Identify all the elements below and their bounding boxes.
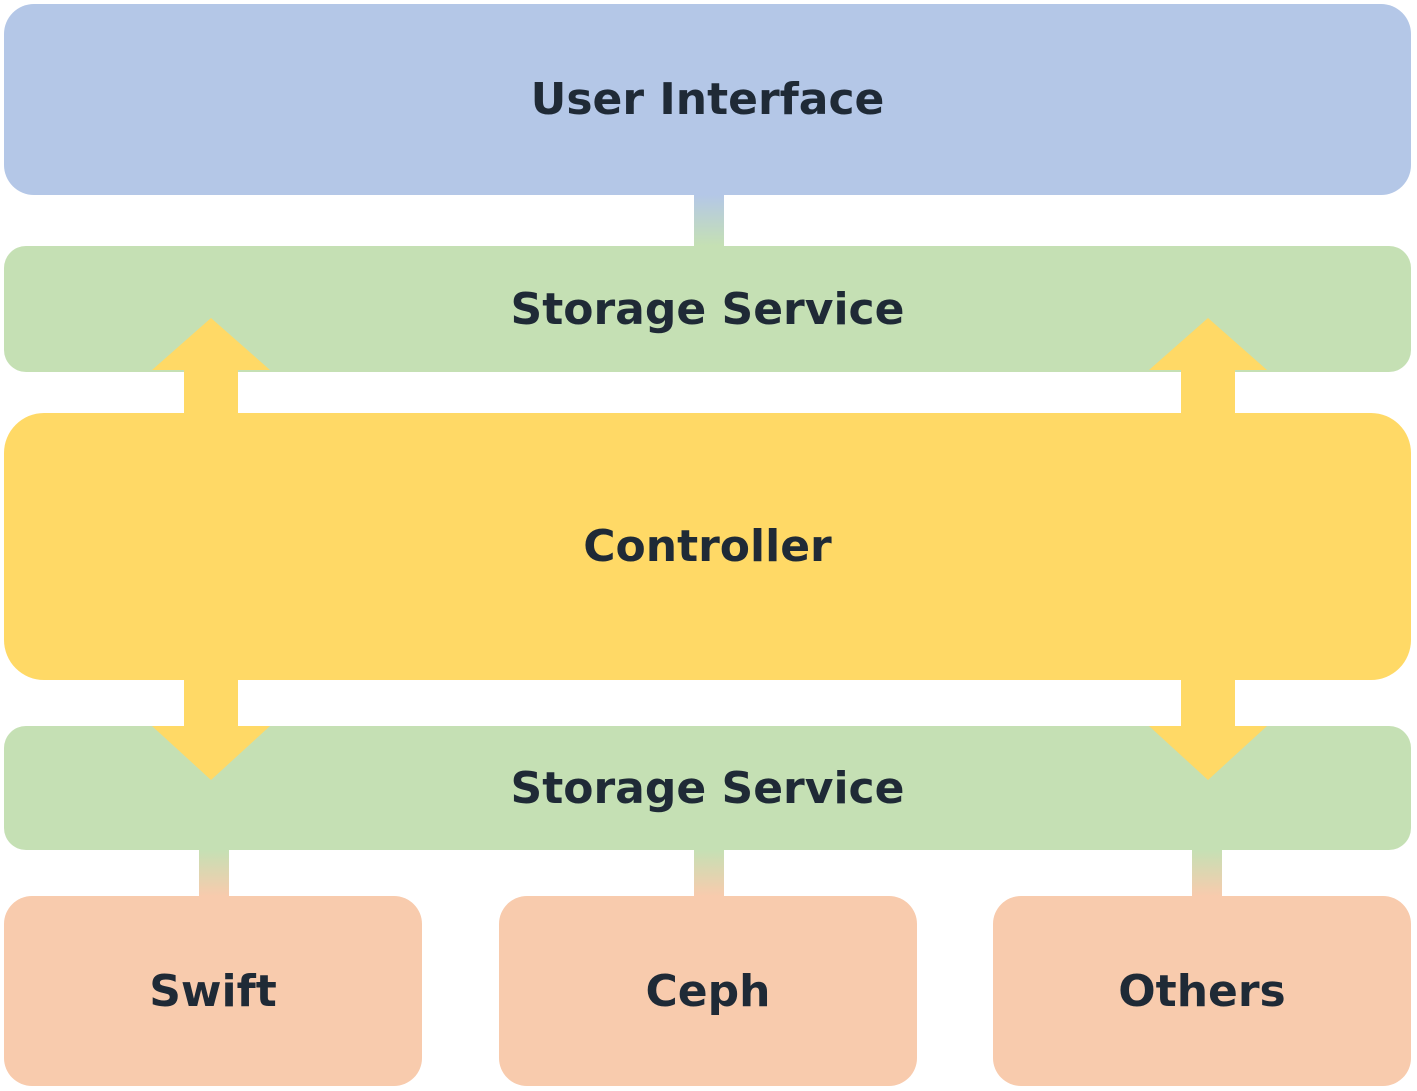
storage-service-top-label: Storage Service <box>510 283 905 335</box>
connector-storage-to-swift <box>199 850 229 896</box>
backend-others: Others <box>993 896 1411 1086</box>
connector-storage-to-ceph <box>694 850 724 896</box>
storage-service-bottom-layer: Storage Service <box>4 726 1411 850</box>
connector-storage-to-others <box>1192 850 1222 896</box>
storage-service-top-layer: Storage Service <box>4 246 1411 372</box>
backend-swift-label: Swift <box>149 965 277 1017</box>
user-interface-layer: User Interface <box>4 4 1411 195</box>
controller-layer: Controller <box>4 413 1411 680</box>
connector-ui-to-storage <box>694 195 724 246</box>
controller-label: Controller <box>583 521 832 572</box>
user-interface-label: User Interface <box>530 74 885 125</box>
backend-swift: Swift <box>4 896 422 1086</box>
backend-others-label: Others <box>1118 965 1286 1017</box>
backend-ceph: Ceph <box>499 896 917 1086</box>
backend-ceph-label: Ceph <box>645 965 771 1017</box>
storage-service-bottom-label: Storage Service <box>510 762 905 814</box>
